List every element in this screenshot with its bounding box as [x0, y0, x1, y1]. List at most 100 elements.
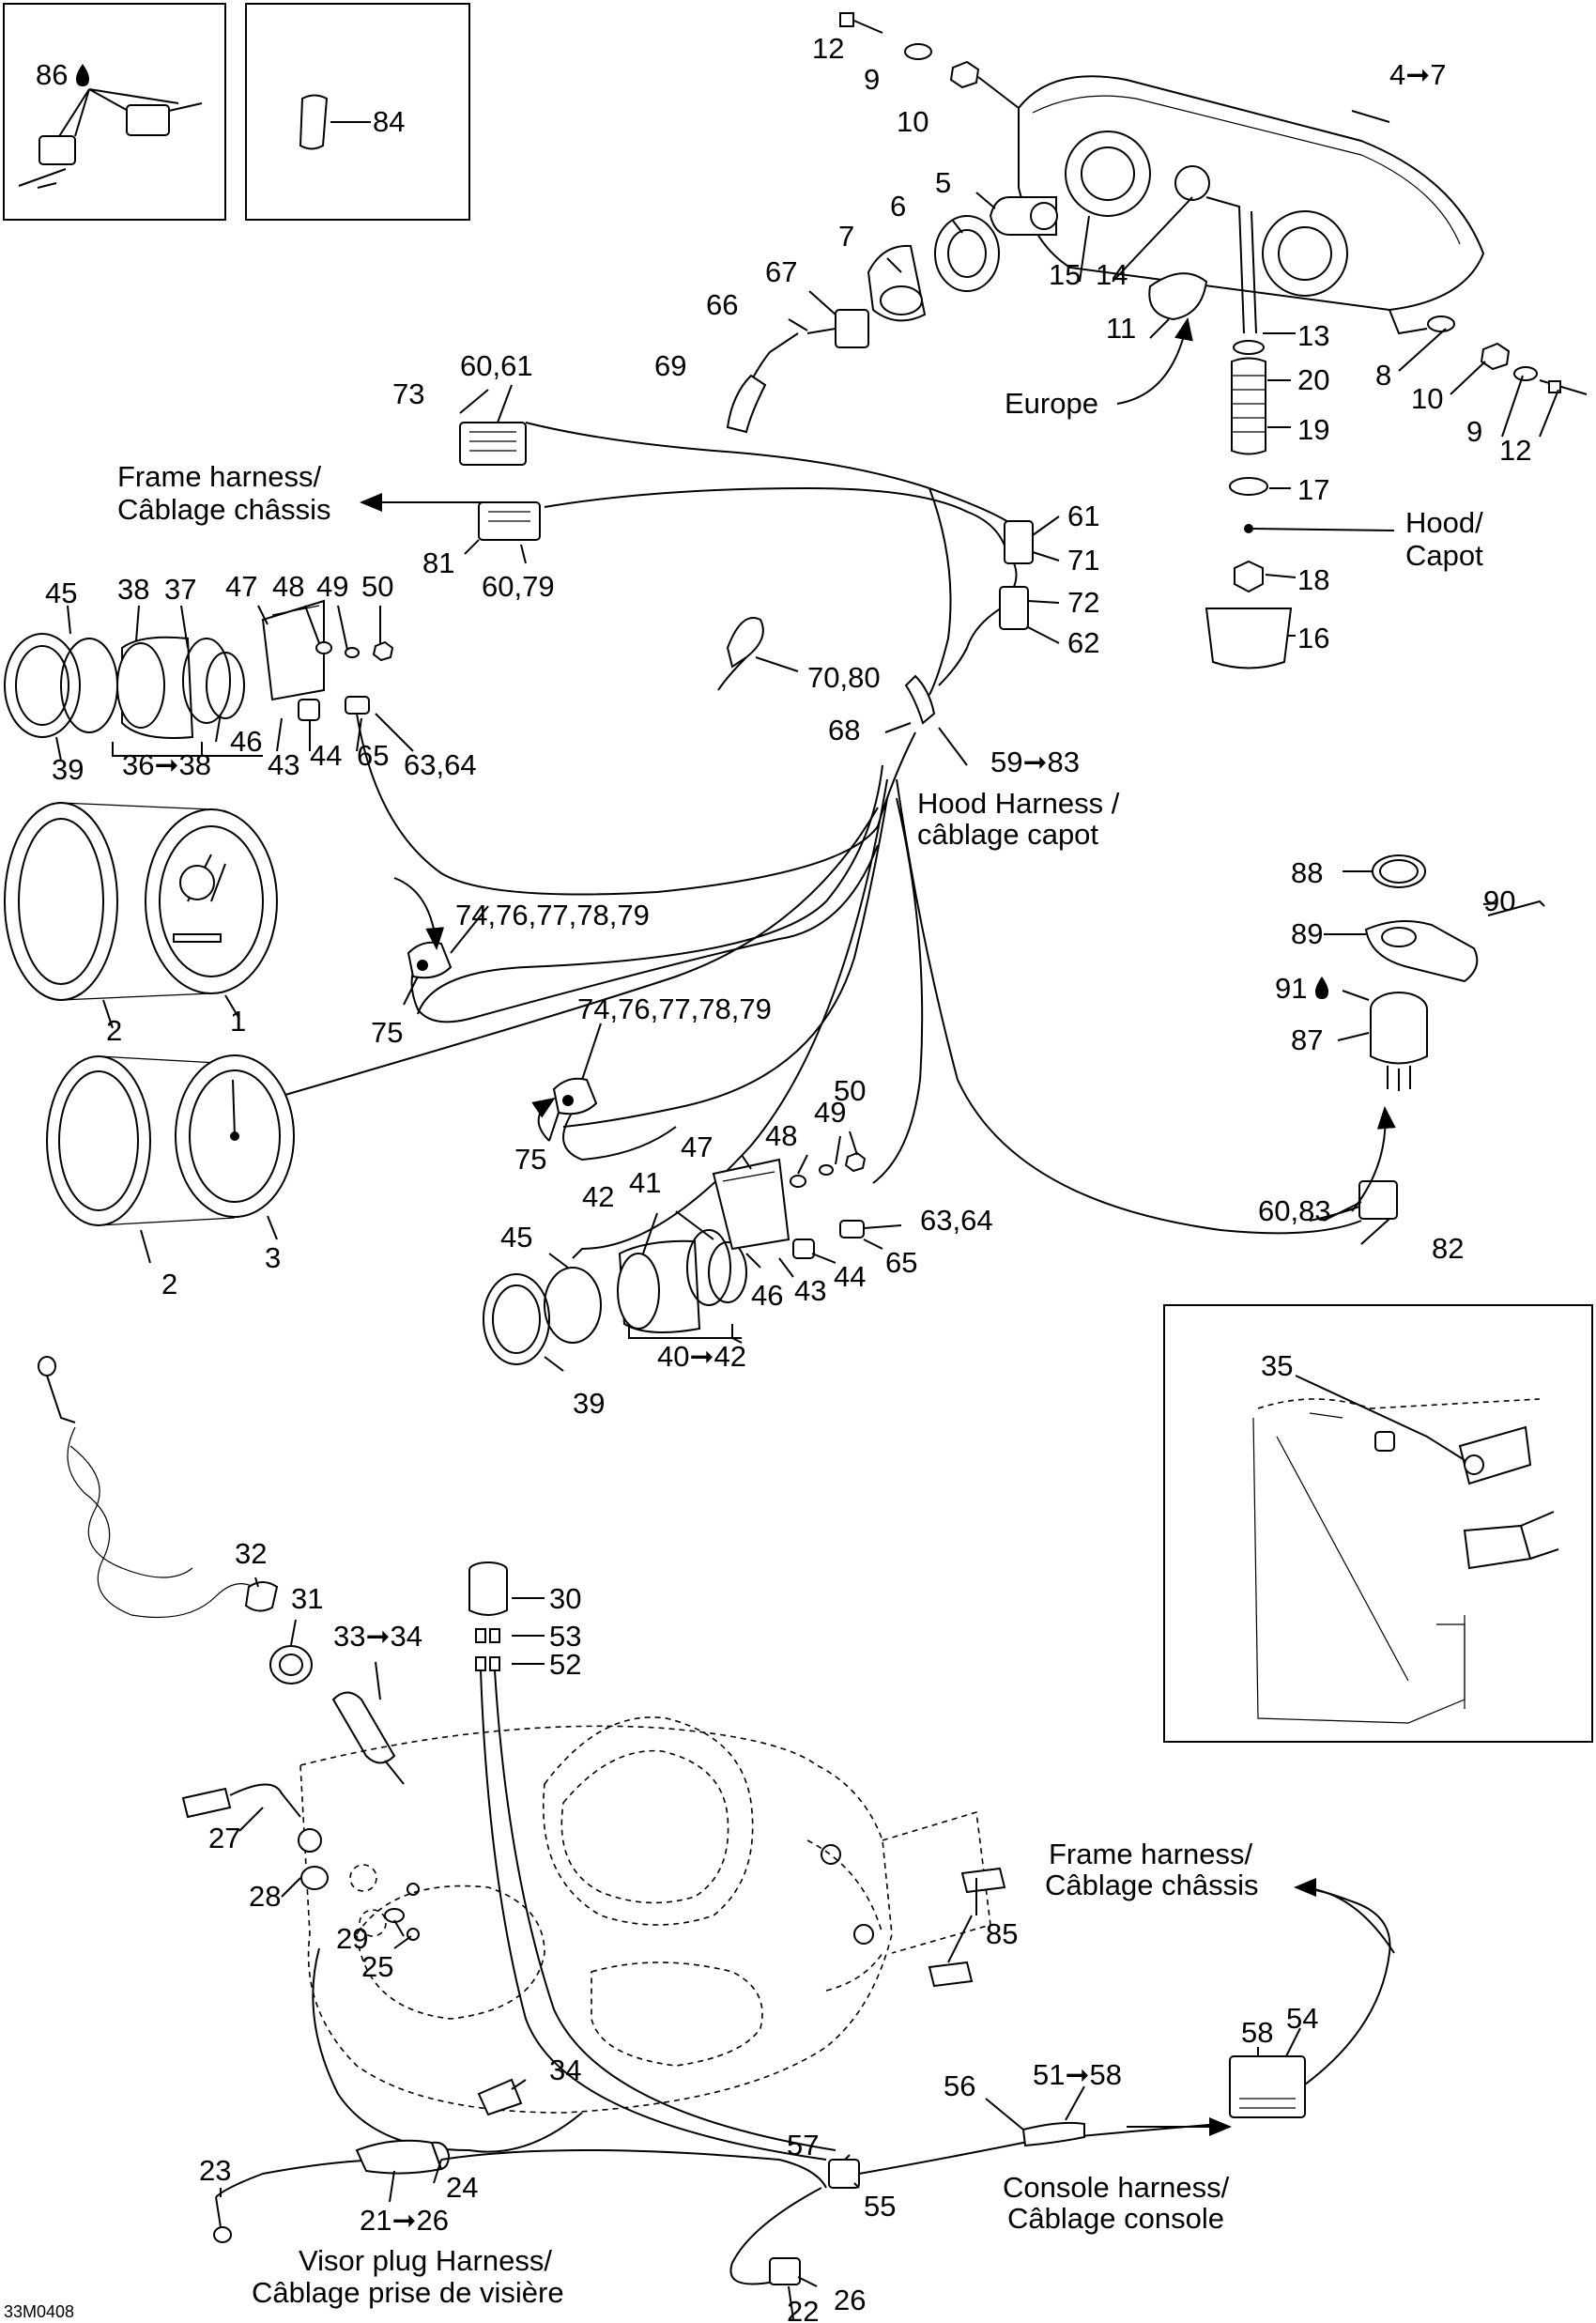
adjuster-stack	[1205, 196, 1293, 669]
inset-box-84	[245, 3, 470, 221]
callout-16: 16	[1297, 622, 1329, 654]
callout-36-38: 36➞38	[122, 748, 211, 781]
callout-35: 35	[1261, 1349, 1293, 1382]
callout-82: 82	[1432, 1232, 1464, 1265]
callout-49b: 49	[814, 1096, 846, 1129]
callout-26: 26	[834, 2284, 866, 2316]
callout-71: 71	[1067, 544, 1099, 577]
drop-icon	[1315, 977, 1328, 999]
accessory-gauge-87-91	[1309, 854, 1545, 1222]
accessory-plug-27-28	[181, 1783, 420, 1941]
callout-14: 14	[1096, 258, 1128, 291]
callout-43a: 43	[268, 748, 299, 781]
callout-55: 55	[864, 2190, 896, 2223]
inset-box-35	[1163, 1304, 1593, 1743]
switch-30-52-53	[468, 1561, 836, 2161]
callout-53: 53	[549, 1620, 581, 1653]
ring-11	[1148, 272, 1208, 321]
callout-84: 84	[373, 105, 405, 138]
callout-90: 90	[1483, 885, 1515, 917]
callout-45a: 45	[45, 577, 77, 609]
callout-63-64a: 63,64	[404, 748, 477, 781]
connector-sketch	[55, 88, 179, 142]
callout-3: 3	[265, 1241, 281, 1274]
callout-34: 34	[549, 2054, 581, 2086]
callout-12b: 12	[1499, 434, 1531, 467]
callout-6: 6	[890, 190, 906, 223]
inset-box-86	[3, 3, 226, 221]
gauge-face-3-and-bezel-2	[46, 1054, 295, 1226]
callout-48b: 48	[765, 1119, 797, 1152]
callout-47a: 47	[225, 570, 257, 603]
caption-frame-harness-top-line2: Câblage châssis	[117, 493, 330, 526]
sockets-75	[407, 941, 598, 1115]
caption-visor-plug-line1: Visor plug Harness/	[299, 2244, 552, 2277]
callout-60-83: 60,83	[1258, 1194, 1331, 1227]
callout-58: 58	[1241, 2016, 1273, 2049]
callout-32: 32	[235, 1537, 267, 1570]
console-body	[299, 1716, 991, 2114]
callout-48a: 48	[272, 570, 304, 603]
callout-44a: 44	[310, 739, 342, 772]
figure-reference: 33M0408	[4, 2302, 74, 2321]
callout-75a: 75	[371, 1016, 403, 1049]
callout-46b: 46	[751, 1279, 783, 1312]
callout-87: 87	[1291, 1023, 1323, 1056]
gauge-assembly-upper	[4, 599, 394, 757]
bulb-5	[989, 196, 1058, 236]
callout-75b: 75	[514, 1143, 546, 1176]
callout-46a: 46	[230, 725, 262, 758]
post-switch-31-33	[269, 1645, 405, 1785]
callout-24: 24	[446, 2171, 478, 2204]
caption-console-harness-line1: Console harness/	[1003, 2171, 1230, 2204]
callout-65b: 65	[885, 1246, 917, 1279]
callout-81: 81	[422, 546, 454, 579]
callout-10b: 10	[1411, 382, 1443, 415]
callout-59-83: 59➞83	[990, 746, 1080, 778]
callout-89: 89	[1291, 917, 1323, 950]
connectors-73-81	[459, 422, 541, 541]
callout-63-64b: 63,64	[920, 1204, 993, 1237]
callout-42a: 42	[582, 1180, 614, 1213]
callout-11: 11	[1106, 312, 1136, 345]
callout-29: 29	[336, 1922, 368, 1955]
callout-73: 73	[392, 377, 424, 410]
ring-6	[934, 215, 1000, 292]
callout-67: 67	[765, 255, 797, 288]
cable-tie-70-80	[717, 617, 764, 691]
caption-hood-harness-line2: câblage capot	[917, 818, 1098, 851]
callout-20: 20	[1297, 363, 1329, 396]
caption-frame-harness-bottom-line2: Câblage châssis	[1045, 1869, 1258, 1901]
connector-67	[806, 309, 869, 348]
connectors-61-71-72-62	[999, 520, 1034, 630]
callout-18: 18	[1297, 563, 1329, 596]
callout-21-26: 21➞26	[360, 2204, 449, 2237]
callout-labels: 86 84 12 9 10 4➞7 5 6 7 67 66 15 14 11 1…	[36, 32, 1531, 2323]
callout-13: 13	[1297, 319, 1329, 352]
callout-10: 10	[897, 105, 928, 138]
callout-49a: 49	[316, 570, 348, 603]
callout-41: 41	[629, 1166, 661, 1199]
callout-74-79a: 74,76,77,78,79	[455, 899, 650, 931]
callout-50b: 50	[834, 1074, 866, 1107]
callout-30: 30	[549, 1582, 581, 1615]
leader-lines	[55, 110, 1559, 2320]
callout-15: 15	[1049, 258, 1081, 291]
callout-31: 31	[291, 1582, 323, 1615]
callout-40-42: 40➞42	[657, 1340, 746, 1373]
callout-1: 1	[230, 1005, 246, 1038]
callout-33-34: 33➞34	[333, 1620, 422, 1653]
terminals-34-85	[477, 1867, 1006, 2116]
callout-52: 52	[549, 1648, 581, 1681]
callout-60-79: 60,79	[482, 570, 555, 603]
headlight-housing	[1018, 75, 1485, 335]
caption-hood-line2: Capot	[1405, 539, 1483, 572]
sleeve-84	[299, 94, 329, 150]
caption-visor-plug-line2: Câblage prise de visière	[252, 2276, 564, 2309]
callout-74-79b: 74,76,77,78,79	[577, 992, 772, 1025]
callout-45b: 45	[500, 1221, 532, 1254]
hardware-8-10-9-12-right	[1427, 315, 1588, 395]
callout-7: 7	[838, 220, 854, 253]
captions: Europe Hood/ Capot Frame harness/ Câblag…	[4, 387, 1483, 2321]
callout-57: 57	[787, 2129, 819, 2161]
